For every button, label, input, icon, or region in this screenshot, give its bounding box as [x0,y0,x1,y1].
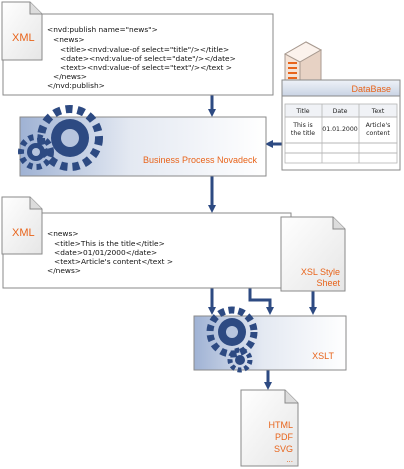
xslt-box [193,315,347,371]
arrow-xml-to-xslt-right [248,288,274,315]
xml-output-line: <text>Article's content</text > [54,257,173,266]
database-cell: This is [292,122,313,129]
xml-input-line: <date><nvd:value-of select="date"/></dat… [60,54,236,63]
xml-output-block: XML <news> <title>This is the title</tit… [1,196,292,289]
database-column-header: Date [333,108,348,115]
xml-output-line: <title>This is the title</title> [54,239,165,248]
xml-output-line: <news> [47,229,79,238]
xml-output-badge: XML [12,227,35,239]
database-block: DataBase Title Date Text This is the tit… [281,41,401,171]
xml-input-badge: XML [12,32,35,44]
xml-input-block: XML <nvd:publish name="news"> <news> <ti… [1,1,274,96]
database-label: DataBase [351,84,391,94]
xml-input-code: <nvd:publish name="news"> <news> <title>… [47,25,236,90]
business-process-label: Business Process Novadeck [143,155,258,165]
xsl-label: XSL Style [301,267,340,277]
output-formats-document: HTML PDF SVG ... [240,389,299,467]
xml-input-line: </news> [53,72,87,81]
gears-icon [206,306,258,373]
database-column-header: Title [295,108,309,115]
xml-input-line: <news> [53,35,85,44]
database-column-header: Text [371,108,385,115]
database-cell: Article's [366,122,391,129]
gears-icon [18,105,103,171]
xml-input-line: <title><nvd:value-of select="title"/></t… [60,45,229,54]
output-format: HTML [269,420,294,430]
xml-document-icon [1,1,43,61]
xslt-label: XSLT [312,351,334,361]
output-format: SVG [274,444,293,454]
xml-output-box [2,212,292,289]
database-cell: content [366,130,390,137]
xml-input-line: <text><nvd:value-of select="text"/></tex… [60,63,232,72]
database-cell: the title [291,130,315,137]
output-format: ... [286,455,293,464]
xml-document-icon [1,196,43,255]
database-cell: 01.01.2000 [322,126,357,133]
xml-input-line: <nvd:publish name="news"> [47,25,158,34]
xslt-block: XSLT [193,306,347,373]
xml-output-line: </news> [47,266,81,275]
xml-output-code: <news> <title>This is the title</title> … [47,229,173,275]
output-format: PDF [275,432,294,442]
business-process-block: Business Process Novadeck [18,105,267,177]
xsl-stylesheet-document: XSL Style Sheet [280,216,346,292]
xml-input-line: </nvd:publish> [47,81,105,90]
xsl-label: Sheet [316,278,340,288]
xml-output-line: <date>01/01/2000</date> [54,248,157,257]
